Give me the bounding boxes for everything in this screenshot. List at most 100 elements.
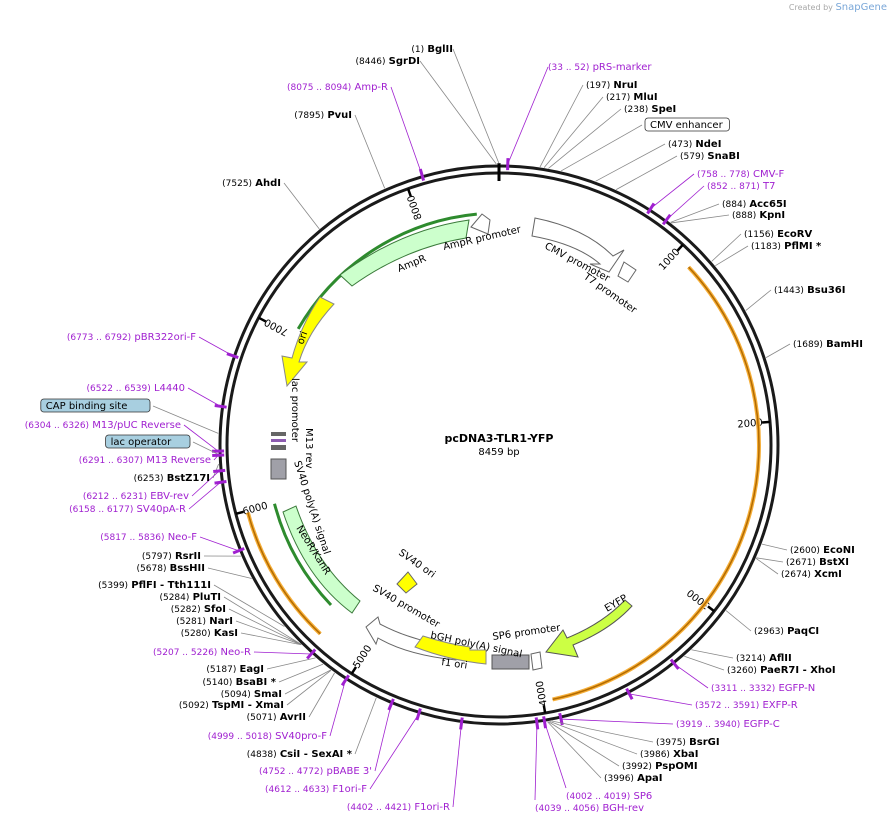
site-label-top-2[interactable]: (33 .. 52) pRS-marker bbox=[548, 62, 652, 73]
site-label-left-29[interactable]: (4612 .. 4633) F1ori-F bbox=[265, 784, 367, 795]
site-label-left-6[interactable]: (6304 .. 6326) M13/pUC Reverse bbox=[25, 420, 181, 431]
site-label-left-15[interactable]: (5399) PflFI - Tth111I bbox=[98, 580, 211, 591]
feature-cmv-promoter-arrow bbox=[531, 217, 625, 273]
site-label-right-20[interactable]: (3311 .. 3332) EGFP-N bbox=[711, 683, 815, 694]
site-label-right-24[interactable]: (3986) XbaI bbox=[640, 749, 698, 760]
enzyme-name: CsiI - SexAI * bbox=[280, 749, 353, 760]
site-label-left-10[interactable]: (6212 .. 6231) EBV-rev bbox=[83, 491, 189, 502]
site-label-right-18[interactable]: (3214) AflII bbox=[736, 653, 792, 664]
site-label-left-12[interactable]: (5817 .. 5836) Neo-F bbox=[100, 532, 197, 543]
tick-label: 5000 bbox=[351, 643, 374, 670]
primer-name: EGFP-C bbox=[743, 719, 779, 730]
site-label-left-26[interactable]: (4999 .. 5018) SV40pro-F bbox=[208, 731, 328, 742]
site-label-top-0[interactable]: (1) BglII bbox=[411, 44, 453, 55]
site-label-text: (3311 .. 3332) EGFP-N bbox=[711, 683, 815, 694]
site-label-left-8[interactable]: (6291 .. 6307) M13 Reverse bbox=[79, 455, 211, 466]
site-label-right-13[interactable]: (1689) BamHI bbox=[793, 339, 863, 350]
site-label-right-2[interactable]: (238) SpeI bbox=[624, 104, 676, 115]
label-leader-line bbox=[711, 233, 742, 262]
site-label-left-27[interactable]: (4838) CsiI - SexAI * bbox=[247, 749, 353, 760]
site-position: (3572 .. 3591) bbox=[695, 701, 759, 711]
site-label-top-1[interactable]: (8446) SgrDI bbox=[356, 56, 420, 67]
site-label-right-26[interactable]: (3996) ApaI bbox=[604, 773, 663, 784]
site-label-left-1[interactable]: (7895) PvuI bbox=[294, 110, 352, 121]
site-label-text: (4999 .. 5018) SV40pro-F bbox=[208, 731, 328, 742]
site-label-left-28[interactable]: (4752 .. 4772) pBABE 3' bbox=[259, 766, 372, 777]
feature-label-lac-promoter: lac promoter bbox=[289, 378, 300, 443]
site-label-left-16[interactable]: (5284) PluTI bbox=[159, 592, 221, 603]
site-label-right-14[interactable]: (2600) EcoNI bbox=[790, 545, 855, 556]
site-label-bottom-1[interactable]: (4039 .. 4056) BGH-rev bbox=[535, 803, 644, 814]
label-leader-line bbox=[235, 620, 302, 645]
site-position: (5071) bbox=[247, 713, 277, 723]
site-position: (1) bbox=[411, 45, 424, 55]
label-leader-line bbox=[548, 721, 620, 767]
site-label-right-12[interactable]: (1443) Bsu36I bbox=[774, 285, 845, 296]
site-label-left-7[interactable]: lac operator bbox=[105, 434, 191, 449]
site-label-right-3[interactable]: CMV enhancer bbox=[644, 117, 730, 132]
feature-ori-arrow bbox=[281, 296, 335, 388]
site-label-text: (4039 .. 4056) BGH-rev bbox=[535, 803, 644, 814]
site-label-right-6[interactable]: (758 .. 778) CMV-F bbox=[697, 169, 784, 180]
site-label-left-17[interactable]: (5282) SfoI bbox=[171, 604, 226, 615]
site-label-text: (3996) ApaI bbox=[604, 773, 663, 784]
enzyme-name: XcmI bbox=[814, 569, 842, 580]
site-label-left-14[interactable]: (5678) BssHII bbox=[137, 563, 205, 574]
enzyme-name: BsrGI bbox=[689, 737, 719, 748]
site-label-text: (6773 .. 6792) pBR322ori-F bbox=[67, 332, 196, 343]
site-label-right-22[interactable]: (3919 .. 3940) EGFP-C bbox=[676, 719, 780, 730]
site-label-right-9[interactable]: (888) KpnI bbox=[732, 210, 785, 221]
site-label-right-21[interactable]: (3572 .. 3591) EXFP-R bbox=[695, 700, 798, 711]
site-position: (1689) bbox=[793, 340, 823, 350]
site-position: (4838) bbox=[247, 750, 277, 760]
site-label-bottom-0[interactable]: (4002 .. 4019) SP6 bbox=[566, 791, 652, 802]
site-label-left-23[interactable]: (5094) SmaI bbox=[221, 689, 282, 700]
site-position: (473) bbox=[668, 140, 692, 150]
enzyme-name: PflFI - Tth111I bbox=[131, 580, 211, 591]
label-leader-line bbox=[198, 336, 233, 356]
site-label-left-22[interactable]: (5140) BsaBI * bbox=[202, 677, 276, 688]
site-label-left-3[interactable]: (6773 .. 6792) pBR322ori-F bbox=[67, 332, 196, 343]
site-label-left-4[interactable]: (6522 .. 6539) L4440 bbox=[87, 383, 186, 394]
site-label-right-10[interactable]: (1156) EcoRV bbox=[744, 229, 812, 240]
site-label-right-4[interactable]: (473) NdeI bbox=[668, 139, 721, 150]
site-label-left-5[interactable]: CAP binding site bbox=[40, 398, 151, 413]
site-label-text: (238) SpeI bbox=[624, 104, 676, 115]
site-label-right-11[interactable]: (1183) PflMI * bbox=[751, 241, 822, 252]
site-label-left-13[interactable]: (5797) RsrII bbox=[142, 551, 201, 562]
site-label-text: (2963) PaqCI bbox=[754, 626, 819, 637]
primer-name: pBABE 3' bbox=[326, 766, 372, 777]
site-label-right-16[interactable]: (2674) XcmI bbox=[781, 569, 842, 580]
site-label-left-20[interactable]: (5207 .. 5226) Neo-R bbox=[153, 647, 251, 658]
site-label-left-19[interactable]: (5280) KasI bbox=[181, 628, 238, 639]
site-labels: (8075 .. 8094) Amp-R (7895) PvuI (7525) Ah… bbox=[25, 44, 863, 814]
site-label-right-0[interactable]: (197) NruI bbox=[586, 80, 638, 91]
site-label-left-11[interactable]: (6158 .. 6177) SV40pA-R bbox=[69, 504, 186, 515]
site-label-right-25[interactable]: (3992) PspOMI bbox=[622, 761, 698, 772]
enzyme-name: PluTI bbox=[193, 592, 221, 603]
site-label-left-21[interactable]: (5187) EagI bbox=[206, 664, 264, 675]
primer-site-mark bbox=[542, 716, 548, 729]
site-label-right-1[interactable]: (217) MluI bbox=[606, 92, 658, 103]
site-label-right-5[interactable]: (579) SnaBI bbox=[680, 151, 740, 162]
site-label-right-23[interactable]: (3975) BsrGI bbox=[656, 737, 720, 748]
site-label-text: (1183) PflMI * bbox=[751, 241, 822, 252]
site-label-left-9[interactable]: (6253) BstZ17I bbox=[134, 473, 210, 484]
label-leader-line bbox=[187, 387, 221, 407]
site-label-right-8[interactable]: (884) Acc65I bbox=[722, 199, 787, 210]
site-label-right-17[interactable]: (2963) PaqCI bbox=[754, 626, 819, 637]
feature-bgh-polya bbox=[491, 654, 530, 670]
site-label-right-15[interactable]: (2671) BstXI bbox=[786, 557, 849, 568]
site-label-left-24[interactable]: (5092) TspMI - XmaI bbox=[179, 700, 284, 711]
site-label-left-0[interactable]: (8075 .. 8094) Amp-R bbox=[287, 82, 388, 93]
site-label-left-2[interactable]: (7525) AhdI bbox=[222, 178, 281, 189]
site-label-text: (2671) BstXI bbox=[786, 557, 849, 568]
site-label-left-30[interactable]: (4402 .. 4421) F1ori-R bbox=[347, 802, 450, 813]
site-label-left-25[interactable]: (5071) AvrII bbox=[247, 712, 306, 723]
credit-brand: SnapGene bbox=[835, 2, 887, 13]
tick-mark bbox=[542, 704, 547, 714]
site-label-left-18[interactable]: (5281) NarI bbox=[176, 616, 233, 627]
site-label-right-7[interactable]: (852 .. 871) T7 bbox=[707, 181, 776, 192]
site-label-right-19[interactable]: (3260) PaeR7I - XhoI bbox=[727, 665, 836, 676]
site-label-text: (473) NdeI bbox=[668, 139, 721, 150]
